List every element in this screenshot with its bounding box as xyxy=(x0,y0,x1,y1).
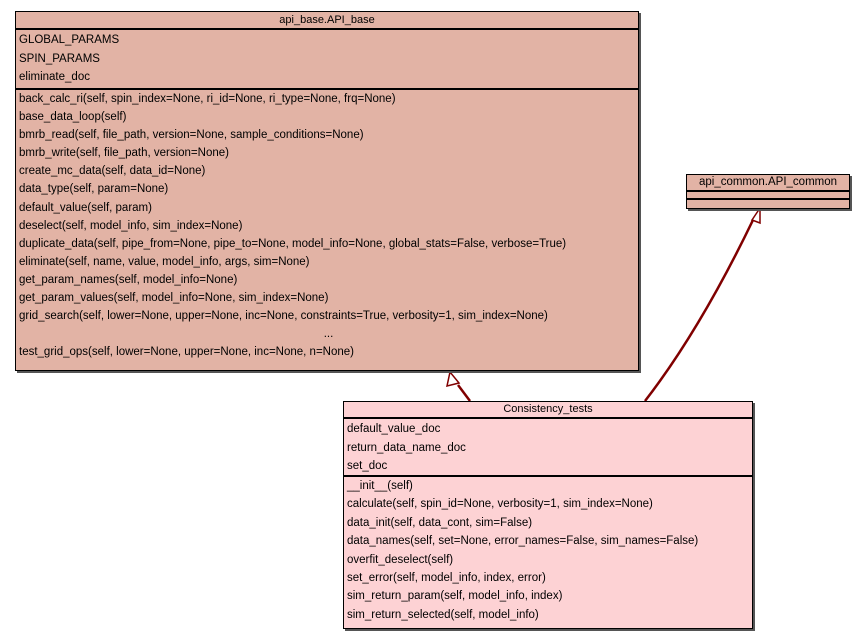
method: bmrb_write(self, file_path, version=None… xyxy=(19,147,229,160)
method: base_data_loop(self) xyxy=(19,111,127,124)
attribute: eliminate_doc xyxy=(19,71,90,84)
class-name: api_base.API_base xyxy=(16,12,638,30)
method: sim_return_param(self, model_info, index… xyxy=(347,590,563,603)
method: bmrb_read(self, file_path, version=None,… xyxy=(19,129,364,142)
method: set_error(self, model_info, index, error… xyxy=(347,571,546,584)
method: __init__(self) xyxy=(347,480,413,492)
method: back_calc_ri(self, spin_index=None, ri_i… xyxy=(19,93,396,105)
method: default_value(self, param) xyxy=(19,201,152,214)
class-name: Consistency_tests xyxy=(344,402,752,419)
method: eliminate(self, name, value, model_info,… xyxy=(19,255,310,268)
class-consistency-tests[interactable]: Consistency_tests default_value_doc retu… xyxy=(343,401,753,629)
method: duplicate_data(self, pipe_from=None, pip… xyxy=(19,237,567,250)
method: calculate(self, spin_id=None, verbosity=… xyxy=(347,498,653,511)
method-ellipsis: ... xyxy=(323,328,334,341)
attribute: SPIN_PARAMS xyxy=(19,52,100,65)
method: overfit_deselect(self) xyxy=(347,553,454,566)
method: data_init(self, data_cont, sim=False) xyxy=(347,516,533,529)
inheritance-arrowhead-api-base xyxy=(446,370,461,388)
attribute: GLOBAL_PARAMS xyxy=(19,34,120,46)
inheritance-link-api-base xyxy=(457,384,471,402)
method: sim_return_selected(self, model_info) xyxy=(347,608,539,621)
class-api-common[interactable]: api_common.API_common xyxy=(686,174,850,209)
method: create_mc_data(self, data_id=None) xyxy=(19,165,206,178)
method: test_grid_ops(self, lower=None, upper=No… xyxy=(19,346,354,359)
method: deselect(self, model_info, sim_index=Non… xyxy=(19,219,243,232)
inheritance-link-api-common xyxy=(644,219,755,402)
inheritance-arrowhead-api-common xyxy=(750,205,761,225)
method: data_names(self, set=None, error_names=F… xyxy=(347,535,699,548)
method: get_param_values(self, model_info=None, … xyxy=(19,292,329,305)
methods-section: __init__(self) calculate(self, spin_id=N… xyxy=(344,477,752,624)
attributes-section xyxy=(687,192,849,200)
attributes-section: default_value_doc return_data_name_doc s… xyxy=(344,419,752,477)
class-name: api_common.API_common xyxy=(687,175,849,192)
attributes-section: GLOBAL_PARAMS SPIN_PARAMS eliminate_doc xyxy=(16,30,638,90)
attribute: set_doc xyxy=(347,460,388,473)
method: data_type(self, param=None) xyxy=(19,183,169,196)
class-api-base[interactable]: api_base.API_base GLOBAL_PARAMS SPIN_PAR… xyxy=(15,11,639,371)
attribute: default_value_doc xyxy=(347,423,441,435)
methods-section: back_calc_ri(self, spin_index=None, ri_i… xyxy=(16,90,638,361)
attribute: return_data_name_doc xyxy=(347,441,466,454)
method: grid_search(self, lower=None, upper=None… xyxy=(19,310,548,323)
method: get_param_names(self, model_info=None) xyxy=(19,273,238,286)
